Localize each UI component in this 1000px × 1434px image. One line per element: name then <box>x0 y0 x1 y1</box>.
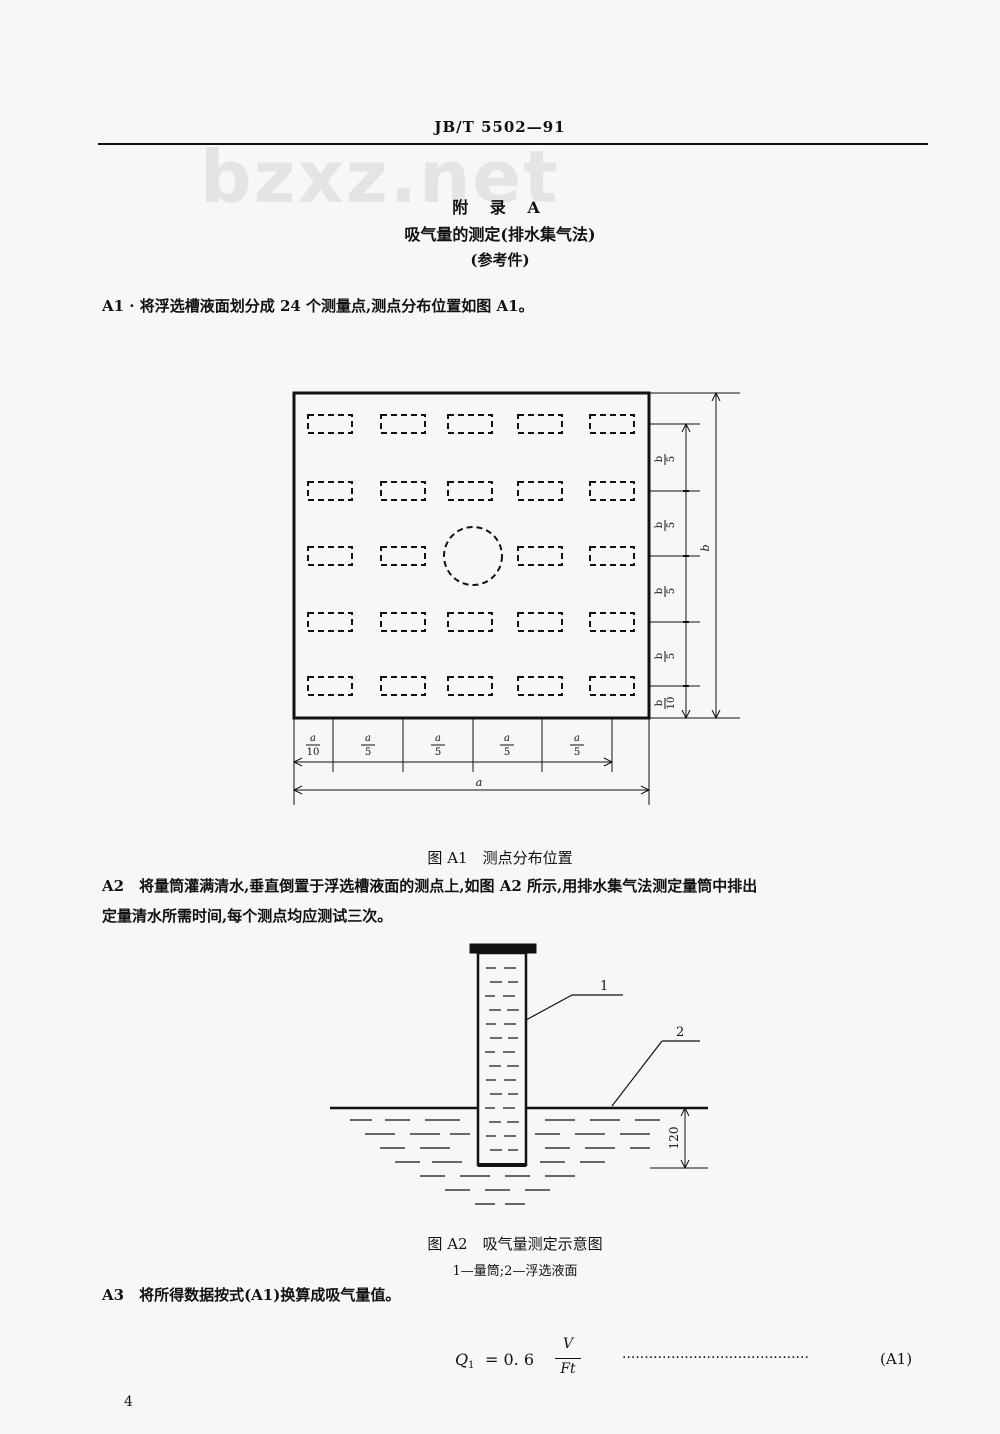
frac-a-5-num: a <box>435 733 441 744</box>
leader-lines <box>525 994 700 1107</box>
frac-a-5-num: a <box>574 733 580 744</box>
measuring-point <box>517 481 563 501</box>
measuring-point <box>380 676 426 696</box>
measuring-point <box>517 612 563 632</box>
appendix-note: (参考件) <box>470 251 530 269</box>
watermark: bzxz.net <box>200 135 560 219</box>
measuring-point <box>307 481 353 501</box>
right-dimension-chain <box>649 391 740 720</box>
measuring-point <box>589 546 635 566</box>
frac-a-5-den: 5 <box>365 747 371 758</box>
appendix-title: 附 录 A <box>452 198 548 217</box>
frac-a-5-den: 5 <box>435 747 441 758</box>
label-2: 2 <box>676 1025 684 1040</box>
figure-a2-caption: 图 A2 吸气量测定示意图 <box>427 1235 603 1253</box>
measuring-point <box>589 676 635 696</box>
cylinder-water <box>485 967 519 1151</box>
depth-label: 120 <box>667 1127 681 1150</box>
measuring-point <box>307 612 353 632</box>
formula-denominator: Ft <box>560 1361 576 1377</box>
bottom-dimension-chain <box>292 718 651 805</box>
formula-coefficient: = 0. 6 <box>485 1350 535 1369</box>
formula-numerator: V <box>562 1336 574 1352</box>
header-rule <box>98 143 928 145</box>
measuring-point <box>447 676 493 696</box>
measuring-point <box>307 546 353 566</box>
frac-a-5-num: a <box>365 733 371 744</box>
frac-b-5-num: b <box>654 522 665 528</box>
measuring-point <box>447 414 493 434</box>
frac-b-5-num: b <box>654 653 665 659</box>
measuring-point <box>307 676 353 696</box>
frac-b-10-top-den: 5 <box>666 456 677 462</box>
measuring-point <box>447 481 493 501</box>
formula-lhs: Q <box>455 1350 469 1369</box>
frac-a-5-num: a <box>504 733 510 744</box>
measuring-points <box>307 414 635 696</box>
frac-b-5-den: 5 <box>666 588 677 594</box>
section-a2-line-2: 定量清水所需时间,每个测点均应测试三次。 <box>102 907 393 925</box>
section-a2-text: A2 将量筒灌满清水,垂直倒置于浮选槽液面的测点上,如图 A2 所示,用排水集气… <box>102 871 942 931</box>
measuring-point <box>589 481 635 501</box>
section-a2-line-1: A2 将量筒灌满清水,垂直倒置于浮选槽液面的测点上,如图 A2 所示,用排水集气… <box>102 877 758 895</box>
frac-a-5-den: 5 <box>574 747 580 758</box>
frac-b-10-top-num: b <box>654 456 665 462</box>
measuring-point <box>380 481 426 501</box>
label-1: 1 <box>600 979 608 994</box>
frac-a-10-den: 10 <box>307 747 320 758</box>
tank-outline <box>292 391 651 720</box>
frac-b-5-den: 5 <box>666 522 677 528</box>
dim-b-label: b <box>699 544 712 551</box>
frac-b-10-den: 10 <box>666 697 677 710</box>
section-a3-text: A3 将所得数据按式(A1)换算成吸气量值。 <box>102 1286 401 1304</box>
figure-a2-legend: 1—量筒;2—浮选液面 <box>452 1264 578 1279</box>
measuring-point <box>307 414 353 434</box>
page-number: 4 <box>124 1394 133 1410</box>
formula-leader: ········································… <box>622 1350 809 1366</box>
measuring-point <box>517 546 563 566</box>
center-circle <box>443 526 503 586</box>
dim-a-label: a <box>476 776 483 789</box>
measuring-point <box>380 612 426 632</box>
liquid-body <box>350 1119 660 1205</box>
measuring-point <box>589 612 635 632</box>
measuring-point <box>589 414 635 434</box>
measuring-point <box>517 414 563 434</box>
measuring-cylinder <box>476 951 528 1167</box>
measuring-point <box>517 676 563 696</box>
figure-a1: b 5 b 5 b 5 b 5 b 10 b a 10 a 5 a 5 a 5 … <box>292 391 740 805</box>
frac-b-5-den: 5 <box>666 653 677 659</box>
measuring-point <box>380 546 426 566</box>
measuring-point <box>380 414 426 434</box>
standard-code: JB/T 5502—91 <box>434 118 566 136</box>
cylinder-cap <box>469 943 537 954</box>
figure-a1-caption: 图 A1 测点分布位置 <box>427 849 573 867</box>
frac-b-5-num: b <box>654 588 665 594</box>
depth-dimension <box>650 1106 708 1170</box>
frac-a-5-den: 5 <box>504 747 510 758</box>
formula-fraction-bar <box>555 1358 581 1359</box>
frac-a-10-num: a <box>310 733 316 744</box>
appendix-subtitle: 吸气量的测定(排水集气法) <box>404 225 596 244</box>
measuring-point <box>447 612 493 632</box>
formula-lhs-subscript: 1 <box>468 1360 475 1371</box>
frac-b-10-num: b <box>654 700 665 706</box>
formula-tag: (A1) <box>880 1350 913 1368</box>
figure-a2: 1 2 120 <box>330 943 708 1205</box>
section-a1-text: A1 · 将浮选槽液面划分成 24 个测量点,测点分布位置如图 A1。 <box>102 297 534 315</box>
